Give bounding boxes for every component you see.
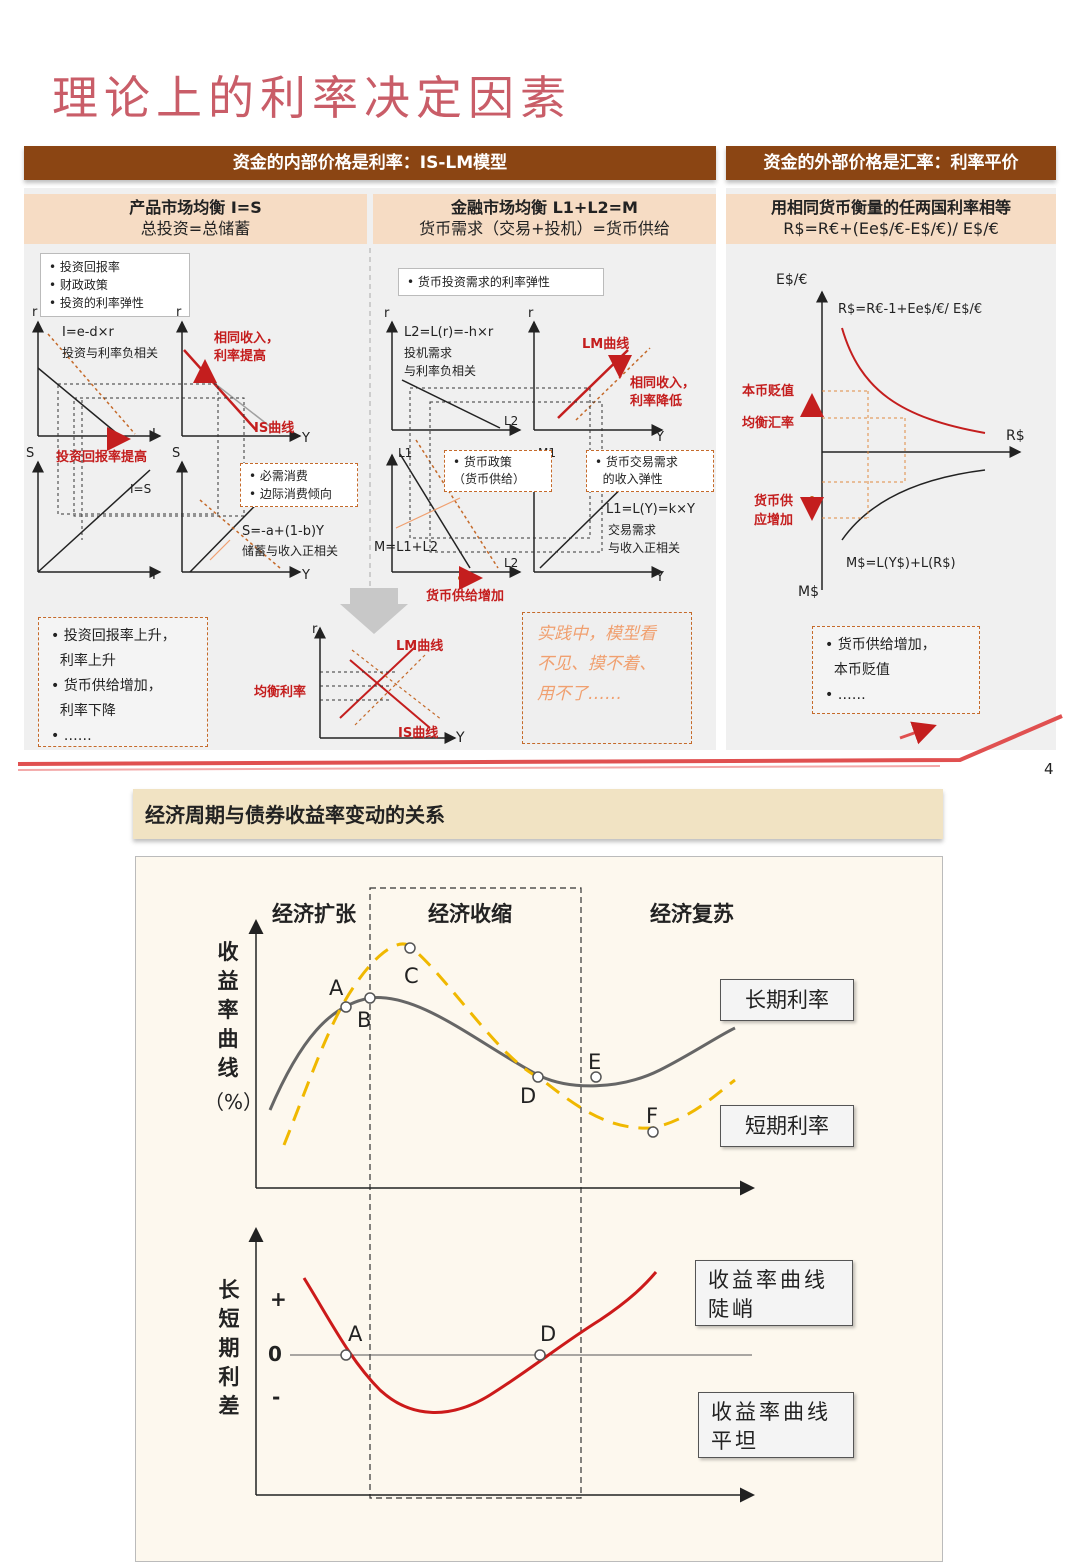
l1-formula: L1=L(Y)=k×Y [606,502,695,517]
lm-elasticity-box: • 货币投资需求的利率弹性 [398,268,604,296]
l1-note1: 交易需求 [608,523,657,537]
is-same-income: 相同收入， [214,331,280,346]
lm-same-income: 相同收入， [630,376,696,391]
spread-point-d [534,1349,546,1361]
label-c: C [404,964,419,988]
sign-minus: - [272,1385,281,1409]
is-factor-box: • 投资回报率 • 财政政策 • 投资的利率弹性 [40,253,190,317]
phase-recovery: 经济复苏 [650,902,734,926]
fx-axis-e: E$/€ [776,272,808,288]
eq-lm-label: LM曲线 [396,639,444,654]
saving-factor-box: • 必需消费 • 边际消费倾向 [240,463,358,507]
practice-note: 实践中，模型看 不见、摸不着、 用不了…… [522,612,692,744]
flat-box: 收益率曲线 平坦 [698,1392,854,1458]
long-rate-curve [268,996,736,1111]
page-number: 4 [1044,760,1054,778]
policy-box: • 货币政策 （货币供给） [444,450,552,492]
label-f: F [646,1104,659,1128]
eq-is-label: IS曲线 [398,726,439,741]
label-b: B [357,1008,372,1032]
fx-axis-r: R$ [1006,428,1025,444]
is-lm-diagram [17,248,1063,771]
point-b [364,992,376,1004]
is-formula-note: 投资与利率负相关 [62,346,159,360]
phase-expansion: 经济扩张 [272,902,356,926]
is-axis-s2: S [172,446,181,461]
ylabel-unit: （%） [204,1090,264,1114]
page-title: 理论上的利率决定因素 [52,71,572,125]
lm-axis-l2: L2 [504,414,519,428]
fx-top-curve: R$=R€-1+Ee$/€/ E$/€ [838,302,983,317]
eq-rate-label: 均衡利率 [254,685,307,700]
left-note: • 投资回报率上升， 利率上升 • 货币供给增加， 利率下降 • …… [38,617,208,747]
is-axis-y: Y [302,431,310,446]
m-eq: M=L1+L2 [374,540,439,555]
lm-note2: 与利率负相关 [404,364,477,378]
steep-box: 收益率曲线 陡峭 [695,1260,853,1326]
short-rate-curve [282,942,736,1146]
fx-supply-2: 应增加 [754,513,794,528]
phase-contraction: 经济收缩 [428,902,512,926]
is-axis-s: S [26,446,35,461]
eq-axis-r: r [312,622,318,637]
invest-up-label: 投资回报率提高 [56,450,148,465]
is-axis-r2: r [176,305,182,320]
is-axis-i2: I [152,568,156,583]
eq-axis-y: Y [456,730,465,746]
lm-note1: 投机需求 [404,346,453,360]
is-axis-y2: Y [302,568,310,583]
is-line-label: I=S [130,482,152,496]
is-rate-up: 利率提高 [214,349,267,364]
lm-axis-y: Y [656,430,664,445]
spread-label-a: A [348,1322,363,1346]
lm-rate-down: 利率降低 [630,394,683,409]
point-c [404,942,416,954]
cycle-title: 经济周期与债券收益率变动的关系 [133,789,943,839]
lm-curve-label: LM曲线 [582,337,630,352]
right-note: • 货币供给增加， 本币贬值 • …… [812,626,980,714]
point-a [340,1001,352,1013]
saving-formula: S=-a+(1-b)Y [242,524,324,539]
fx-eq-rate: 均衡汇率 [742,416,795,431]
fx-axis-m: M$ [798,584,819,600]
lm-axis-y2: Y [656,570,664,585]
is-axis-i: I [152,427,156,442]
point-e [590,1071,602,1083]
lm-axis-l2b: L2 [504,556,519,570]
is-lm-band: 资金的内部价格是利率：IS-LM模型 [24,146,716,180]
fx-depreciation: 本币贬值 [742,384,795,399]
point-f [647,1126,659,1138]
l1-note2: 与收入正相关 [608,541,681,555]
fx-bottom-curve: M$=L(Y$)+L(R$) [846,556,956,571]
label-d: D [520,1084,537,1108]
lm-axis-r: r [384,306,390,321]
point-d [532,1071,544,1083]
lm-formula: L2=L(r)=-h×r [404,325,494,340]
label-e: E [588,1050,602,1074]
trade-box: • 货币交易需求 的收入弹性 [586,450,714,492]
fx-supply-1: 货币供 [754,494,794,509]
is-formula: I=e-d×r [62,325,114,340]
supply-up-label: 货币供给增加 [426,589,505,604]
is-axis-r: r [32,305,38,320]
sign-zero: 0 [268,1342,282,1366]
ylabel-top: 收 益 率 曲 线 [217,940,239,1080]
lm-axis-r2: r [528,306,534,321]
sign-plus: + [270,1287,287,1311]
label-a: A [329,976,344,1000]
spread-point-a [340,1349,352,1361]
saving-note: 储蓄与收入正相关 [242,544,339,558]
is-curve-label: IS曲线 [254,421,295,436]
lm-axis-l1: L1 [398,446,413,460]
spread-label-d: D [540,1322,557,1346]
legend-long: 长期利率 [720,979,854,1021]
ylabel-bottom: 长 短 期 利 差 [218,1278,240,1418]
legend-short: 短期利率 [720,1105,854,1147]
parity-band: 资金的外部价格是汇率：利率平价 [726,146,1056,180]
